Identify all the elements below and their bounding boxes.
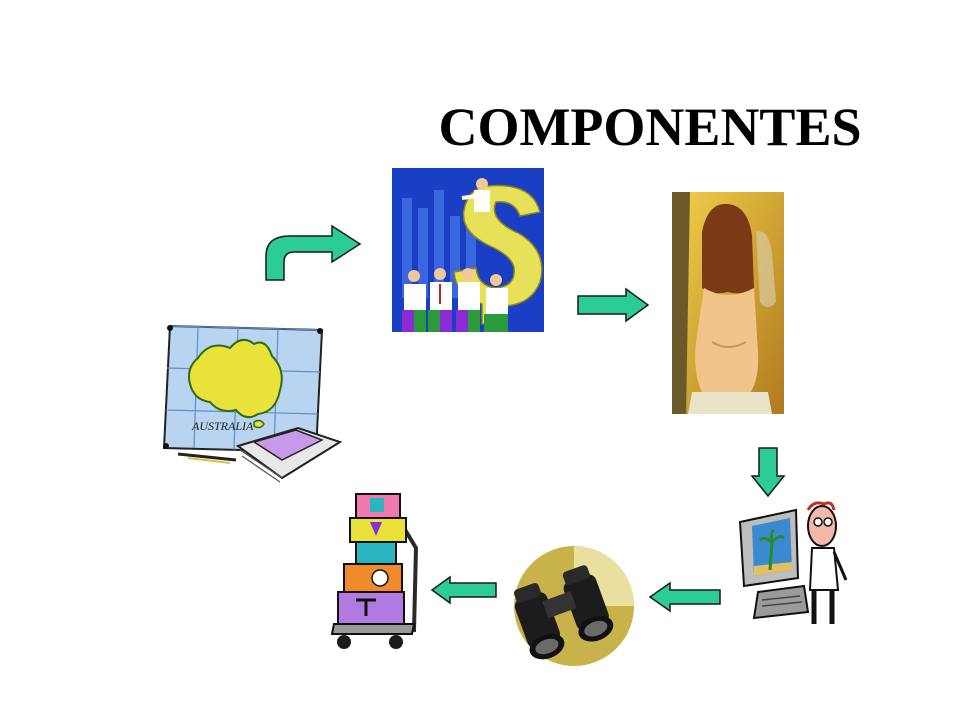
binoculars-icon [506,544,638,672]
arrow-left-icon [648,581,722,613]
arrow-down-icon [750,446,786,498]
luggage-cart-icon [326,488,424,652]
map-label: AUSTRALIA [191,419,254,433]
curved-arrow-icon [260,222,364,284]
computer-person-icon [734,500,848,626]
business-people-dollar-icon [392,168,544,332]
australia-map-icon: AUSTRALIA [158,318,344,484]
arrow-left-icon [430,575,498,605]
arrow-right-icon [576,287,650,323]
slide-title: COMPONENTES [438,97,862,157]
painting-woman-icon [672,192,784,414]
